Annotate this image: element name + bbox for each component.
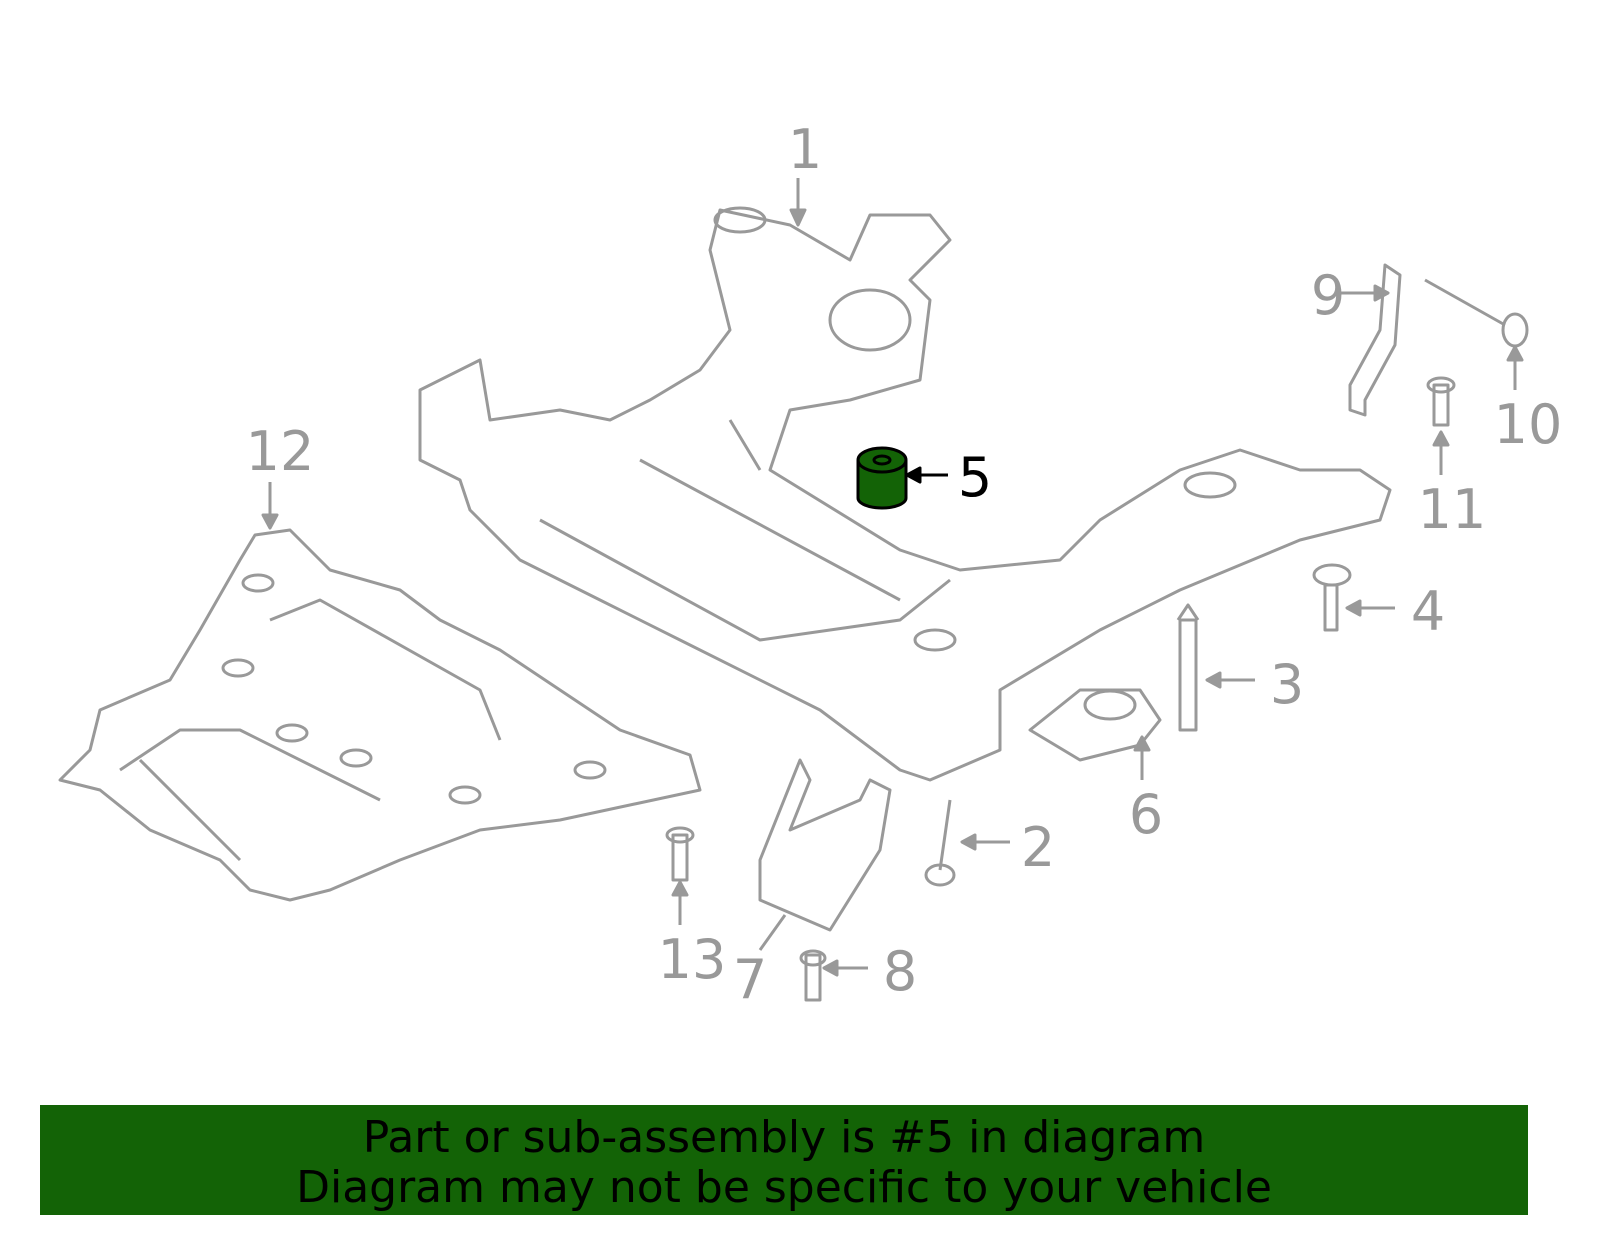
callout-10: 10	[1493, 393, 1563, 456]
part-6-mount[interactable]	[1028, 688, 1162, 762]
part-5-arrow	[905, 466, 948, 484]
callout-13: 13	[657, 928, 727, 991]
banner-line-2: Diagram may not be specific to your vehi…	[296, 1162, 1272, 1213]
part-8-bolt[interactable]	[799, 949, 827, 1002]
part-2-bolt[interactable]	[924, 799, 956, 887]
part-13-bolt[interactable]	[665, 826, 695, 882]
callout-7: 7	[732, 948, 768, 1011]
part-5-bushing[interactable]	[856, 446, 908, 510]
leader-arrows	[261, 178, 1524, 977]
banner-line-1: Part or sub-assembly is #5 in diagram	[362, 1112, 1206, 1163]
part-12-skid-plate[interactable]	[58, 528, 702, 902]
callout-8: 8	[882, 940, 918, 1003]
callout-12: 12	[245, 420, 315, 483]
callout-1: 1	[787, 118, 823, 181]
part-1-subframe[interactable]	[418, 206, 1392, 782]
part-11-bolt[interactable]	[1426, 376, 1456, 427]
callout-9: 9	[1310, 264, 1346, 327]
parts-diagram	[58, 178, 1529, 1002]
part-10-bolt[interactable]	[1424, 278, 1529, 348]
part-7-bracket[interactable]	[758, 758, 892, 932]
callout-3: 3	[1269, 653, 1305, 716]
part-3-bolt[interactable]	[1176, 603, 1200, 732]
callout-5: 5	[957, 446, 993, 509]
callout-2: 2	[1020, 816, 1056, 879]
callout-4: 4	[1410, 580, 1446, 643]
callout-11: 11	[1417, 478, 1487, 541]
part-4-bolt[interactable]	[1312, 563, 1352, 632]
info-banner: Part or sub-assembly is #5 in diagram Di…	[40, 1105, 1528, 1215]
part-9-link[interactable]	[1348, 263, 1402, 417]
callout-6: 6	[1128, 783, 1164, 846]
